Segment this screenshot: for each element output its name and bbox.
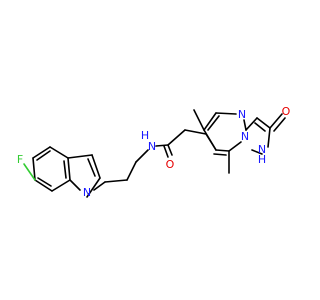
bond: [163, 145, 169, 158]
molecule-structure: F N N H O N N N H O: [17, 105, 291, 199]
molecule-canvas: F N N H O N N N H O: [16, 105, 291, 199]
bond: [203, 112, 217, 131]
indole-pyrrole-ring: [67, 154, 101, 198]
amide-hydrogen-label: H: [141, 129, 149, 142]
bond: [256, 117, 271, 129]
methyl-bond-upper: [193, 109, 205, 131]
bond: [126, 161, 137, 181]
indole-nitrogen-label: N: [83, 186, 91, 199]
bond: [213, 153, 227, 156]
keto-double-bond: [269, 113, 283, 129]
keto-oxygen-label: O: [282, 105, 291, 118]
bridgehead-nitrogen-label: N: [241, 130, 249, 143]
fluorine-atom-label: F: [17, 153, 23, 166]
bond: [63, 160, 67, 179]
bond: [36, 150, 51, 161]
bond: [267, 127, 271, 148]
bond: [32, 146, 51, 159]
amide-nitrogen-label: N: [148, 140, 156, 153]
bond: [251, 149, 263, 155]
bond: [86, 177, 101, 198]
keto-double-bond-2: [273, 117, 286, 132]
carbon-fluorine-bond: [23, 163, 36, 181]
bond: [37, 177, 52, 187]
bond: [32, 157, 36, 181]
bond: [34, 179, 53, 192]
amide-oxygen-label: O: [166, 158, 175, 171]
bond: [69, 179, 81, 191]
bond: [215, 149, 230, 152]
bond: [254, 122, 266, 132]
bond: [49, 146, 69, 159]
bond: [243, 119, 247, 131]
bond: [135, 149, 149, 163]
bond: [215, 112, 237, 115]
bond: [167, 129, 186, 146]
bond: [184, 129, 207, 135]
bond: [93, 181, 106, 191]
pyrimidine-ring: [203, 112, 247, 156]
bond: [203, 129, 217, 151]
bond: [167, 144, 173, 156]
pyrazole-nitrogen-label: N: [258, 143, 266, 156]
bond: [87, 158, 96, 177]
pyrazole-hydrogen-label: H: [258, 153, 266, 166]
bond: [67, 157, 71, 181]
bond: [155, 144, 169, 147]
bond: [207, 115, 220, 131]
ethyl-linker: [93, 149, 149, 191]
bond: [51, 179, 71, 192]
bond: [245, 117, 258, 131]
indole-benzene-ring: [32, 146, 71, 192]
pyrimidine-nitrogen-label: N: [238, 108, 246, 121]
bond: [91, 154, 101, 179]
bond: [104, 179, 128, 183]
pyrazole-ring: [245, 117, 271, 155]
bond: [228, 141, 242, 152]
bond: [67, 154, 93, 159]
